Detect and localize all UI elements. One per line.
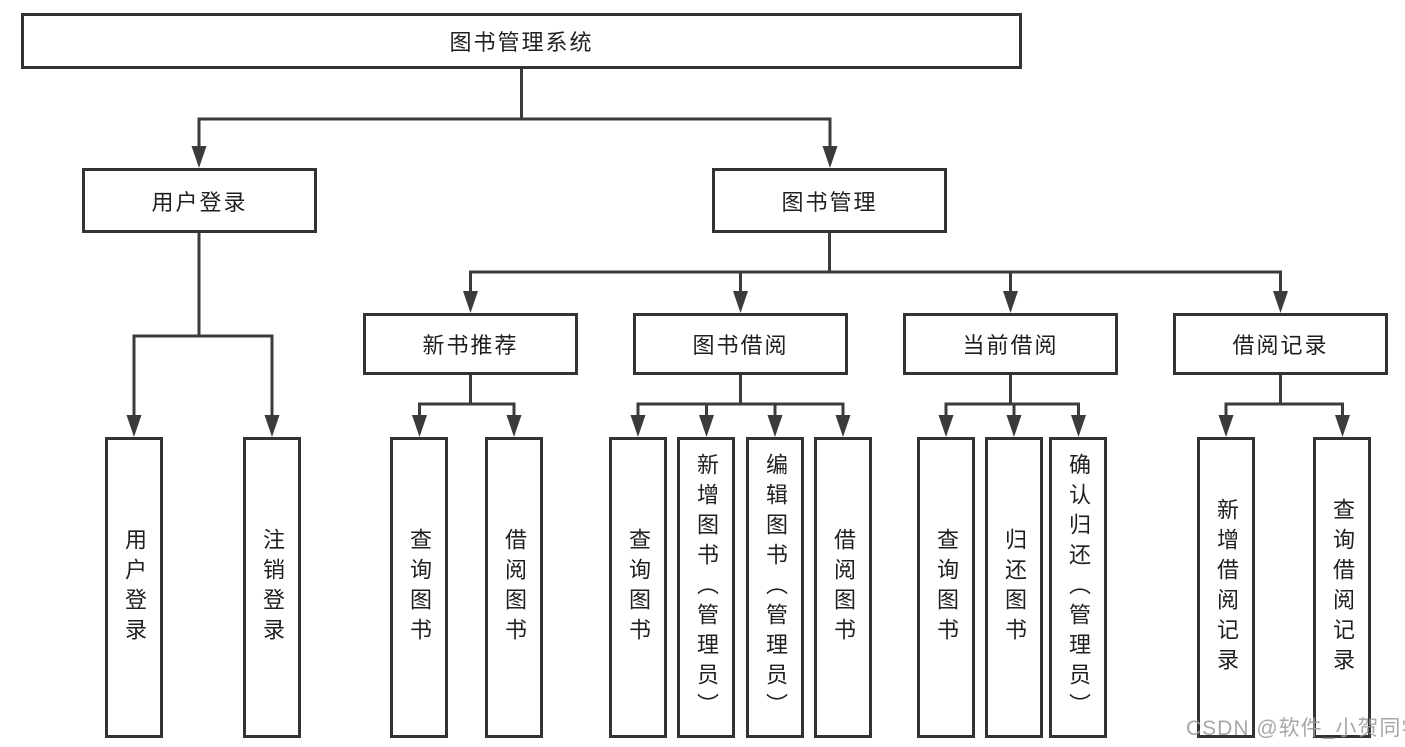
arrowhead <box>1003 291 1018 313</box>
arrowhead <box>126 415 142 437</box>
connector-new-book-recommend <box>418 375 516 415</box>
arrowhead <box>1071 415 1086 437</box>
node-user-login-label: 用户登录 <box>151 189 248 215</box>
leaf-logout-login: 注销登录 <box>243 437 301 738</box>
arrowhead <box>1273 291 1288 313</box>
leaf-confirm-return-admin-label: 确认归还（管理员） <box>1066 452 1091 723</box>
leaf-user-login-label: 用户登录 <box>122 527 147 648</box>
arrowhead <box>822 146 838 168</box>
arrowhead <box>835 415 851 437</box>
arrowhead <box>699 415 714 437</box>
leaf-edit-book-admin-label: 编辑图书（管理员） <box>763 452 788 723</box>
node-borrow-record: 借阅记录 <box>1173 313 1388 375</box>
node-current-borrow-label: 当前借阅 <box>962 333 1059 358</box>
leaf-return-book-label: 归还图书 <box>1002 527 1027 648</box>
node-current-borrow: 当前借阅 <box>903 313 1118 375</box>
node-root: 图书管理系统 <box>21 13 1022 69</box>
arrowhead <box>264 415 280 437</box>
connector-current-borrow <box>944 375 1080 415</box>
leaf-add-book-admin: 新增图书（管理员） <box>677 437 735 738</box>
leaf-borrow-book-borrow-label: 借阅图书 <box>831 527 856 648</box>
arrowhead <box>733 291 748 313</box>
leaf-confirm-return-admin: 确认归还（管理员） <box>1049 437 1107 738</box>
arrowhead <box>1335 415 1350 437</box>
node-root-label: 图书管理系统 <box>449 30 594 55</box>
connector-borrow-record <box>1224 375 1344 415</box>
arrowhead <box>630 415 646 437</box>
node-book-management: 图书管理 <box>712 168 947 233</box>
leaf-query-book-current: 查询图书 <box>917 437 975 738</box>
leaf-add-borrow-record-label: 新增借阅记录 <box>1214 497 1239 678</box>
leaf-borrow-book-newbook-label: 借阅图书 <box>502 527 527 648</box>
leaf-add-borrow-record: 新增借阅记录 <box>1197 437 1255 738</box>
arrowhead <box>938 415 954 437</box>
leaf-query-book-newbook: 查询图书 <box>390 437 448 738</box>
arrowhead <box>506 415 522 437</box>
node-new-book-recommend-label: 新书推荐 <box>422 333 519 358</box>
leaf-logout-login-label: 注销登录 <box>260 527 285 648</box>
connector-root <box>197 69 832 146</box>
leaf-return-book: 归还图书 <box>985 437 1043 738</box>
node-new-book-recommend: 新书推荐 <box>363 313 578 375</box>
leaf-query-borrow-record: 查询借阅记录 <box>1313 437 1371 738</box>
arrowhead <box>767 415 783 437</box>
arrowhead <box>412 415 427 437</box>
leaf-query-borrow-record-label: 查询借阅记录 <box>1330 497 1355 678</box>
watermark: CSDN @软件_小贺同学 <box>1186 717 1405 740</box>
connector-book-borrow <box>636 375 845 415</box>
leaf-edit-book-admin: 编辑图书（管理员） <box>746 437 804 738</box>
node-user-login-branch: 用户登录 <box>82 168 317 233</box>
leaf-query-book-current-label: 查询图书 <box>934 527 959 648</box>
connector-book-management <box>469 233 1282 291</box>
arrowhead <box>1006 415 1022 437</box>
leaf-borrow-book-newbook: 借阅图书 <box>485 437 543 738</box>
leaf-add-book-admin-label: 新增图书（管理员） <box>694 452 719 723</box>
node-book-management-label: 图书管理 <box>781 189 878 215</box>
leaf-query-book-borrow-label: 查询图书 <box>626 527 651 648</box>
node-book-borrow: 图书借阅 <box>633 313 848 375</box>
leaf-query-book-newbook-label: 查询图书 <box>407 527 432 648</box>
leaf-borrow-book-borrow: 借阅图书 <box>814 437 872 738</box>
arrowhead <box>1218 415 1234 437</box>
connector-user-login <box>132 233 274 415</box>
node-borrow-record-label: 借阅记录 <box>1232 333 1329 358</box>
leaf-query-book-borrow: 查询图书 <box>609 437 667 738</box>
node-book-borrow-label: 图书借阅 <box>692 333 789 358</box>
arrowhead <box>463 291 478 313</box>
leaf-user-login: 用户登录 <box>105 437 163 738</box>
arrowhead <box>191 146 207 168</box>
